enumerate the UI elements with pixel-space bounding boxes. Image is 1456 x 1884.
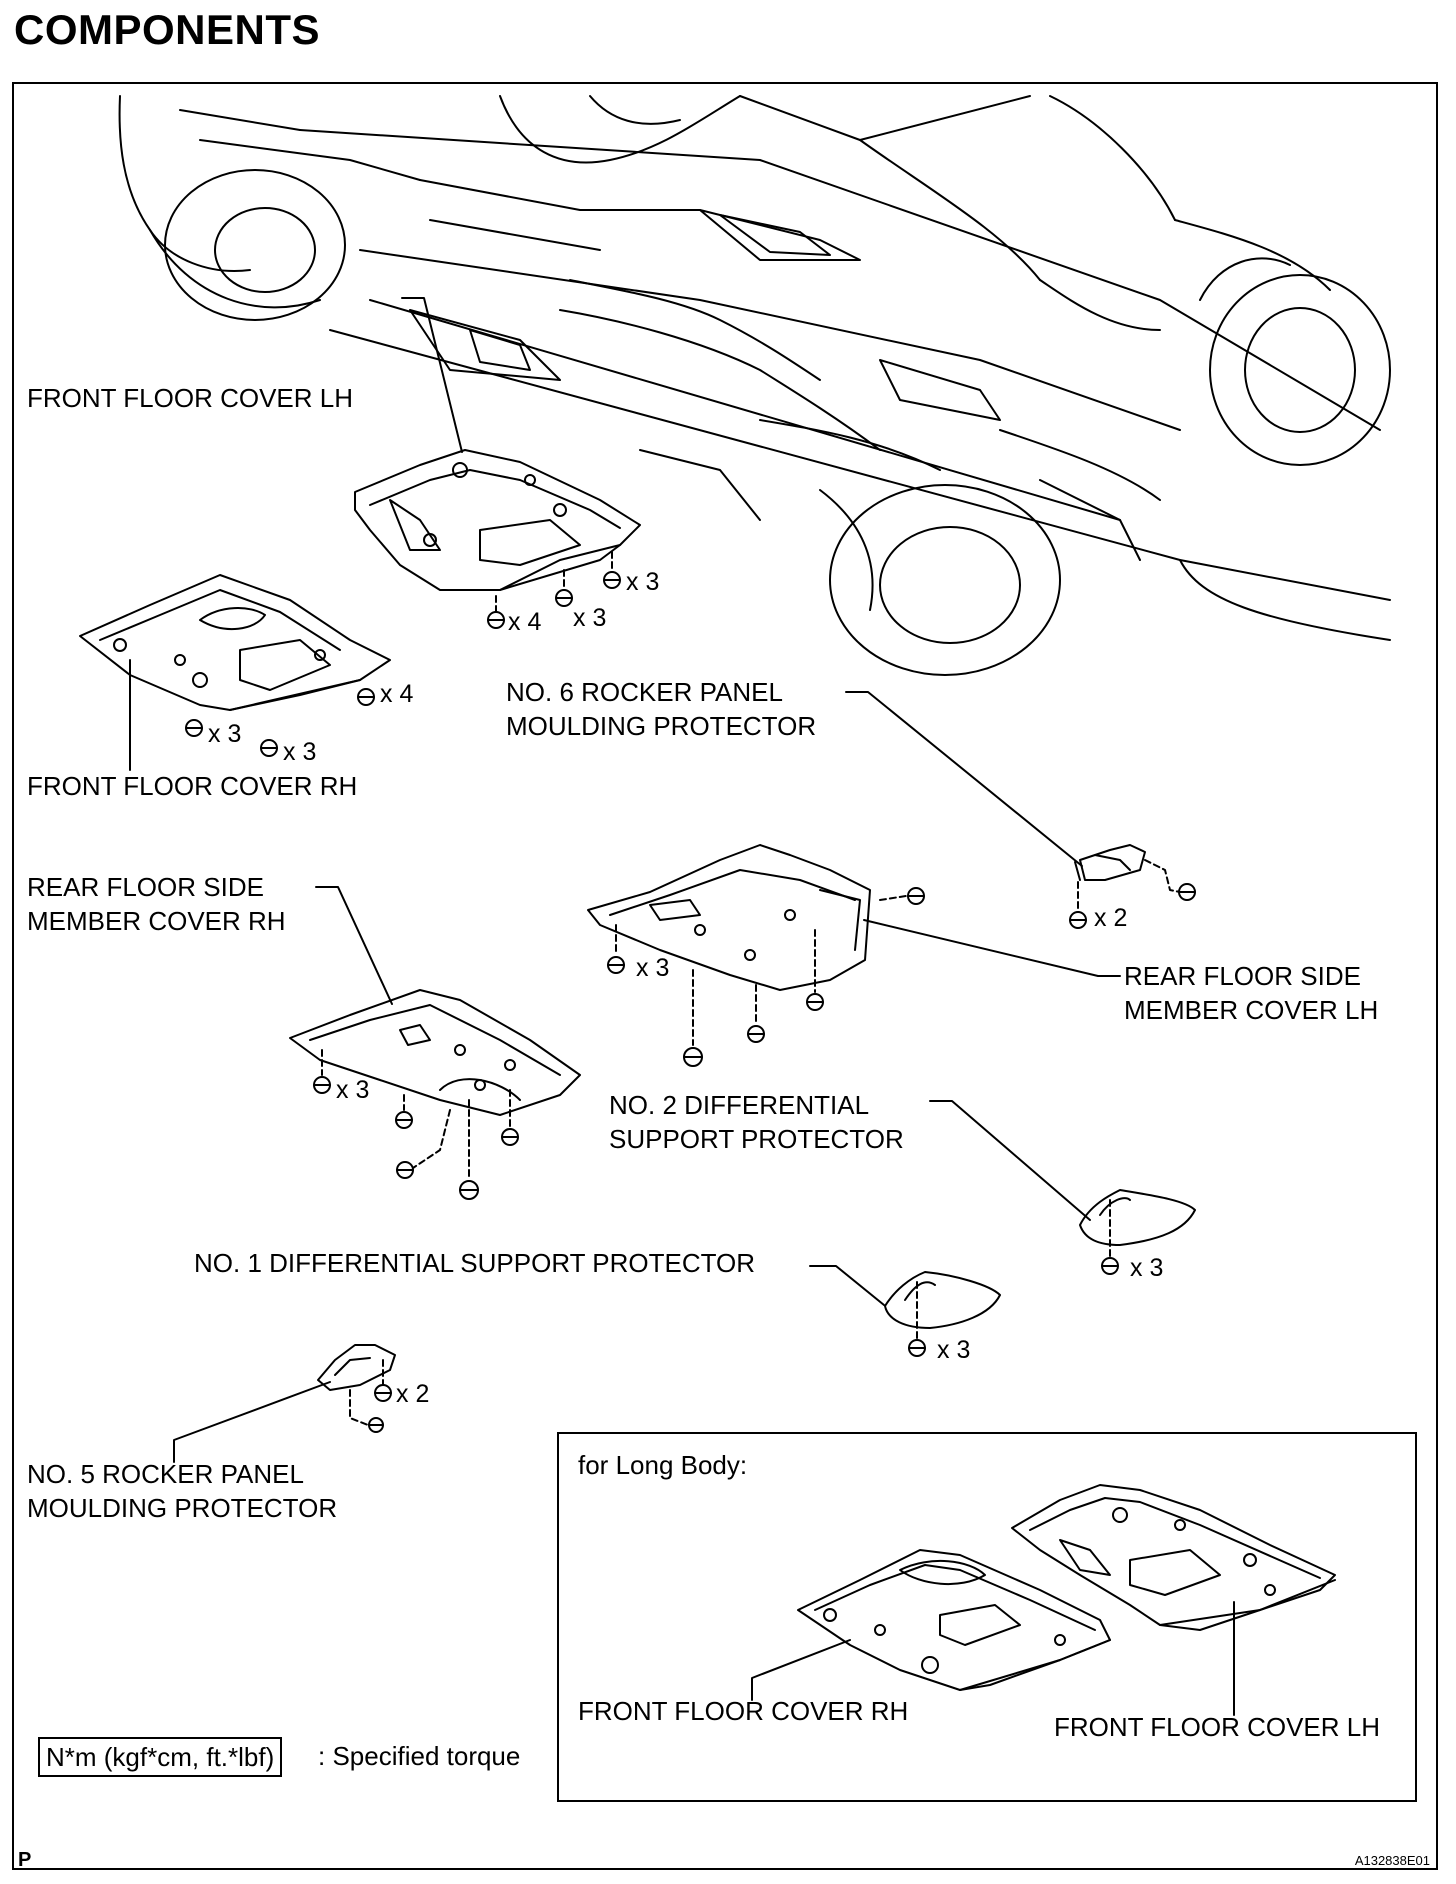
inset-front-floor-cover-lh-part xyxy=(1011,1484,1336,1631)
inset-front-floor-cover-rh-part xyxy=(797,1549,1111,1691)
no6-rocker-protector-part xyxy=(1069,844,1196,929)
footer-left-mark: P xyxy=(18,1849,32,1871)
label-no6-rocker-line1: NO. 6 ROCKER PANEL xyxy=(506,677,783,707)
front-floor-cover-lh-part xyxy=(354,449,641,591)
label-front-floor-cover-rh: FRONT FLOOR COVER RH xyxy=(27,771,358,801)
torque-unit-box: N*m (kgf*cm, ft.*lbf) xyxy=(38,1737,283,1777)
qty-no1: x 3 xyxy=(937,1336,971,1364)
no1-diff-protector-part xyxy=(884,1271,1001,1357)
qty-rh-clip: x 3 xyxy=(208,720,242,748)
qty-rh-bolt: x 3 xyxy=(283,738,317,766)
label-rear-side-lh-line1: REAR FLOOR SIDE xyxy=(1124,961,1361,991)
label-no5-rocker-line2: MOULDING PROTECTOR xyxy=(27,1493,338,1523)
no5-dashed xyxy=(349,1359,384,1426)
no2-diff-protector-part xyxy=(1079,1189,1196,1275)
qty-no2: x 3 xyxy=(1130,1254,1164,1282)
long-body-inset xyxy=(557,1432,1417,1802)
torque-legend-text: : Specified torque xyxy=(318,1741,521,1771)
qty-lh-nut: x 4 xyxy=(508,608,542,636)
page-title: COMPONENTS xyxy=(14,6,321,53)
qty-rh-nut: x 4 xyxy=(380,680,414,708)
label-rear-side-lh-line2: MEMBER COVER LH xyxy=(1124,995,1379,1025)
inset-label-rh: FRONT FLOOR COVER RH xyxy=(578,1696,909,1726)
label-no2-diff-line2: SUPPORT PROTECTOR xyxy=(609,1124,904,1154)
no5-rocker-protector-part xyxy=(317,1344,396,1433)
label-no6-rocker-line2: MOULDING PROTECTOR xyxy=(506,711,817,741)
qty-rear-rh: x 3 xyxy=(336,1076,370,1104)
rear-lh-dashed xyxy=(615,895,907,1046)
leader-lines xyxy=(129,297,1235,1716)
front-floor-cover-rh-part xyxy=(79,574,391,711)
rear-floor-side-cover-rh-part xyxy=(289,989,581,1200)
diagram-frame xyxy=(12,82,1438,1870)
qty-lh-clip: x 3 xyxy=(573,604,607,632)
qty-no6: x 2 xyxy=(1094,904,1128,932)
lh-fastener-icons xyxy=(487,571,621,629)
label-no2-diff-line1: NO. 2 DIFFERENTIAL xyxy=(609,1090,870,1120)
rh-fastener-icons xyxy=(185,688,375,757)
figure-code: A132838E01 xyxy=(1354,1853,1430,1868)
no6-dashed xyxy=(1077,859,1181,911)
label-no5-rocker-line1: NO. 5 ROCKER PANEL xyxy=(27,1459,304,1489)
label-rear-side-rh-line1: REAR FLOOR SIDE xyxy=(27,872,264,902)
vehicle-underbody xyxy=(118,95,1391,676)
label-no1-diff: NO. 1 DIFFERENTIAL SUPPORT PROTECTOR xyxy=(194,1248,756,1278)
label-rear-side-rh-line2: MEMBER COVER RH xyxy=(27,906,286,936)
rear-rh-dashed xyxy=(321,1049,511,1181)
rear-floor-side-cover-lh-part xyxy=(587,844,925,1067)
inset-heading: for Long Body: xyxy=(578,1450,748,1480)
inset-label-lh: FRONT FLOOR COVER LH xyxy=(1054,1712,1381,1742)
qty-rear-lh: x 3 xyxy=(636,954,670,982)
label-front-floor-cover-lh: FRONT FLOOR COVER LH xyxy=(27,383,354,413)
lh-fasteners xyxy=(495,551,613,613)
qty-lh-bolt: x 3 xyxy=(626,568,660,596)
qty-no5: x 2 xyxy=(396,1380,430,1408)
